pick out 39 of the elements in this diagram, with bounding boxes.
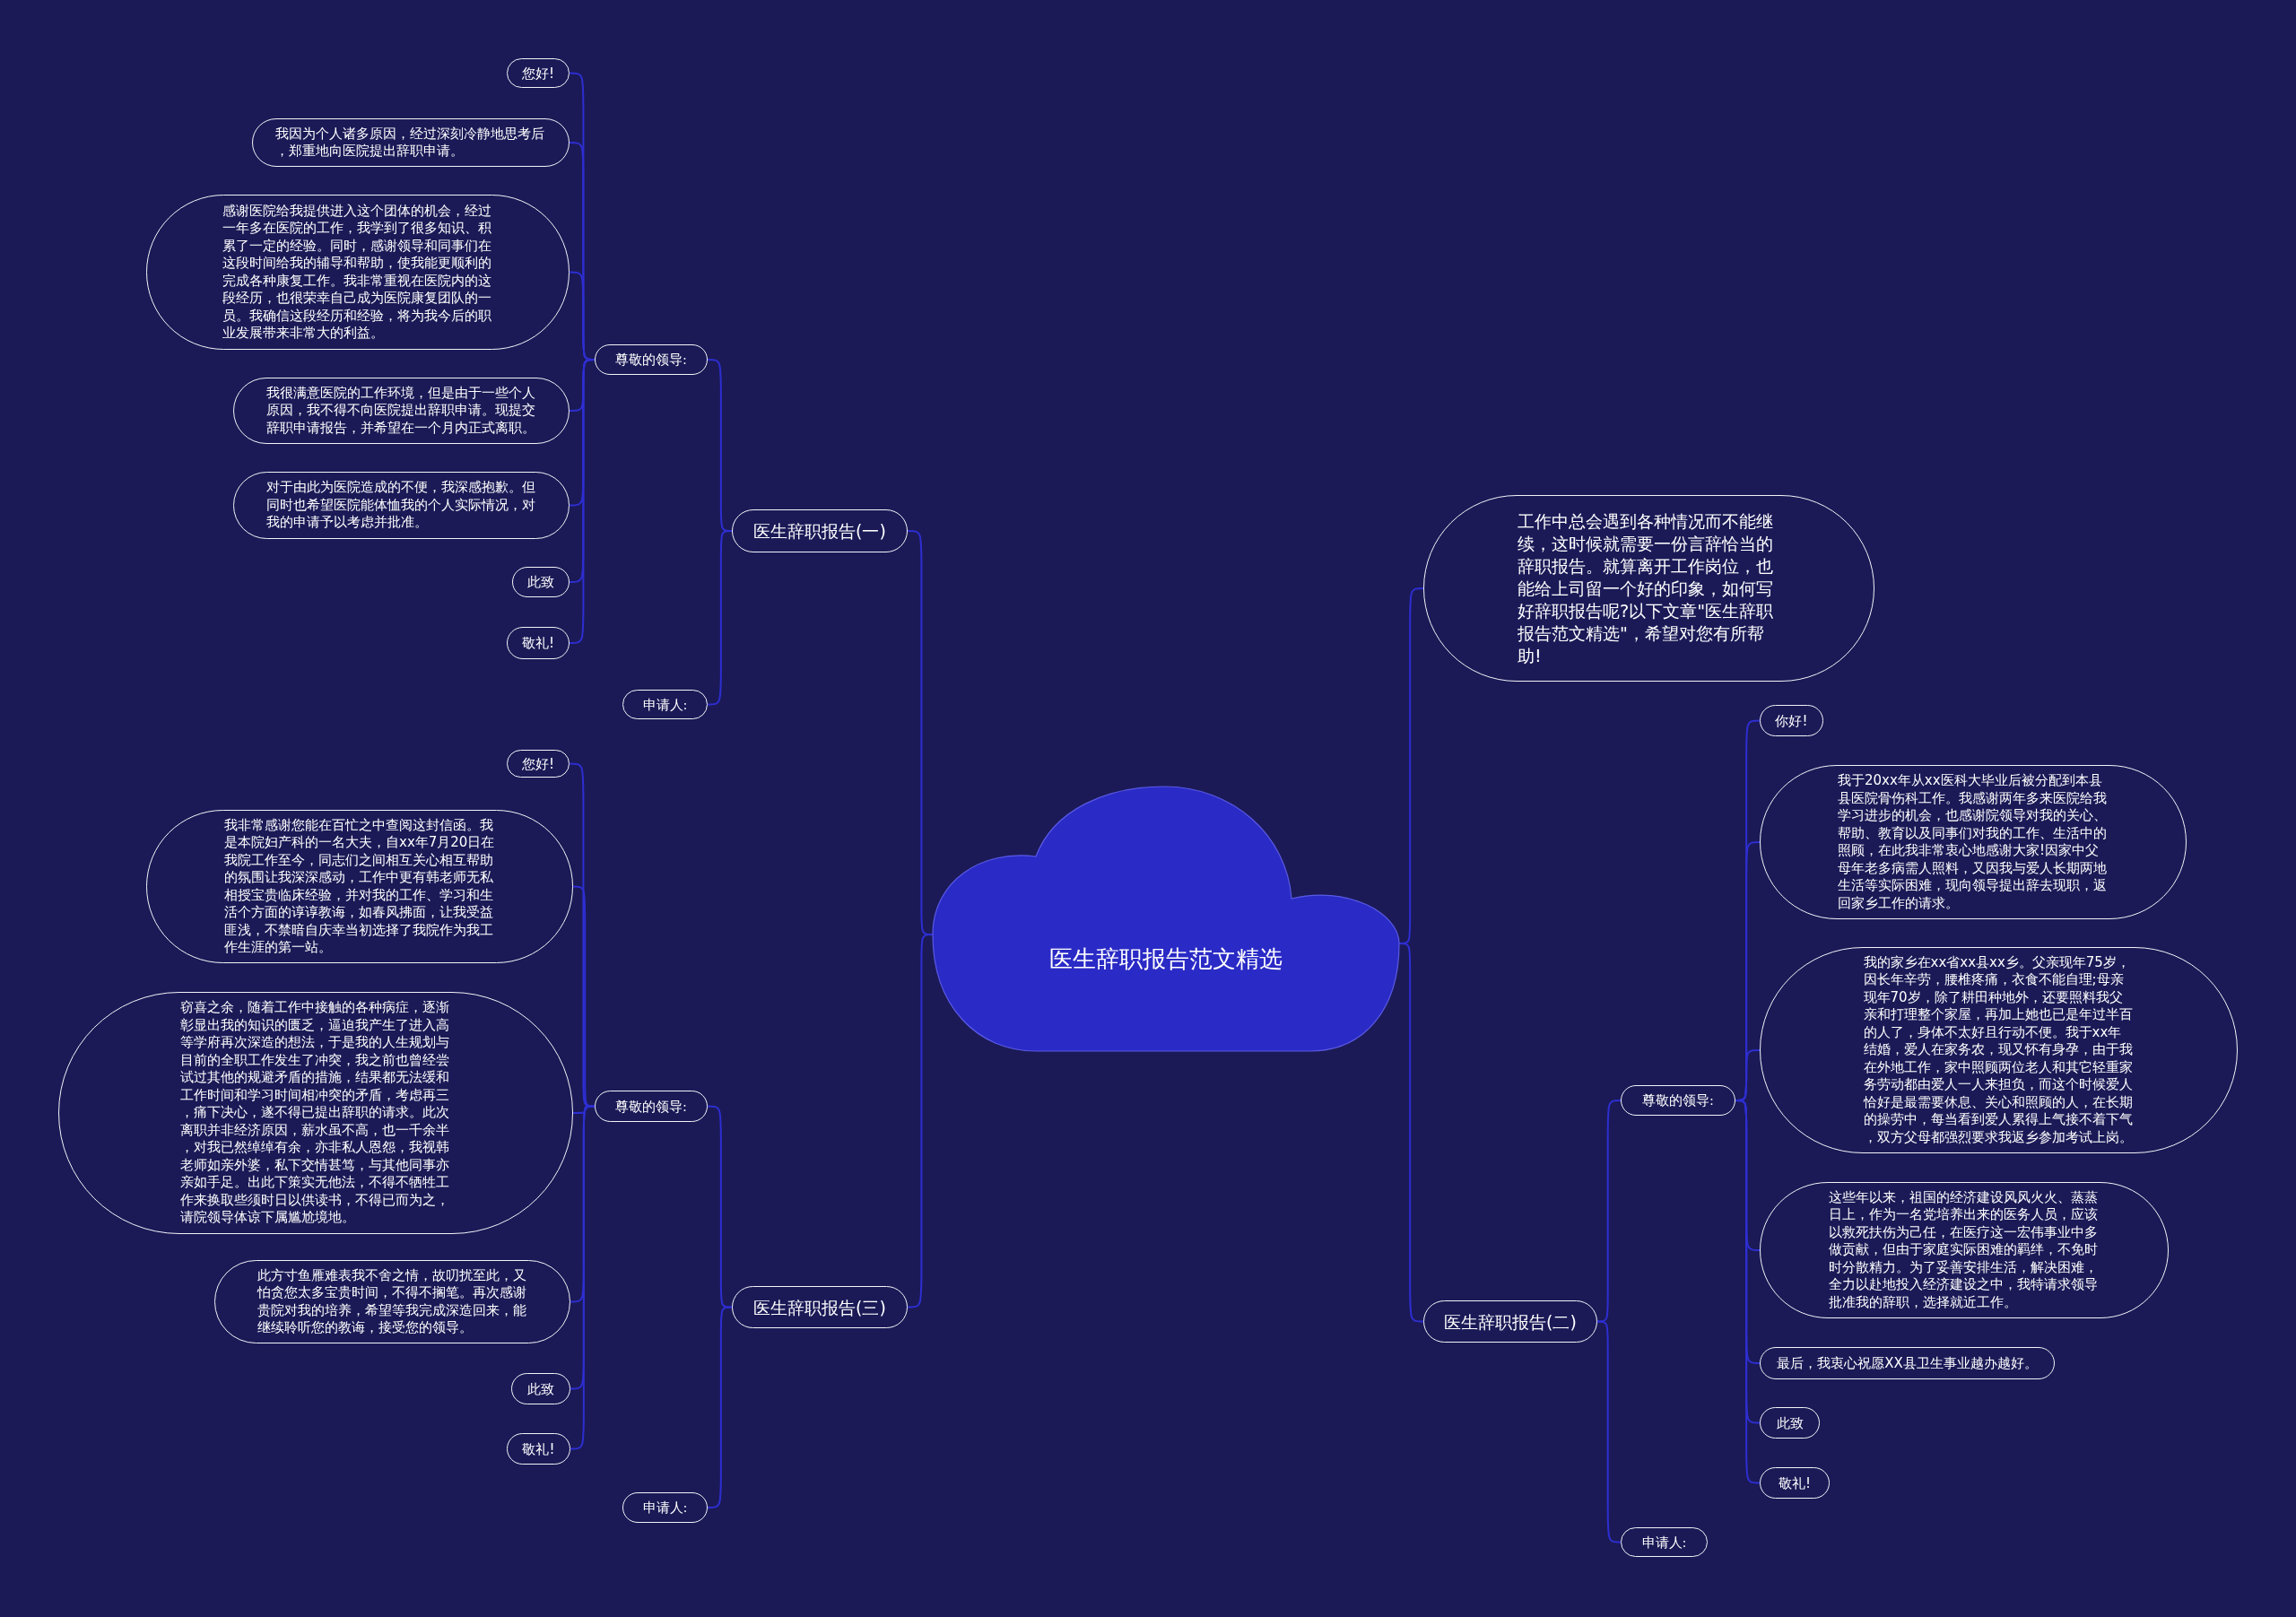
text-bubble: 此方寸鱼雁难表我不舍之情，故叨扰至此，又怕贪您太多宝贵时间，不得不搁笔。再次感谢贵院对我的培养，希望等我完成深造回来，能继续聆听您的教诲，接受您的领导。 (214, 1260, 570, 1343)
connector-line (907, 934, 934, 1308)
connector-line (1596, 1320, 1622, 1543)
text-bubble: 我非常感谢您能在百忙之中查阅这封信函。我是本院妇产科的一名大夫，自xx年7月20日在我院工作至今，同志们之间相互关心相互帮助的氛围让我深深感动，工作中更有韩老师无私相授宝贵临床经验，并对我的工作、学习和生活个方面的谆谆教诲，如春风拂面，让我受益匪浅，不禁暗自庆幸当初选择了我院作为我工作生涯的第一站。 (146, 810, 573, 963)
text-bubble: 此致 (1760, 1407, 1820, 1439)
text-bubble: 感谢医院给我提供进入这个团体的机会，经过一年多在医院的工作，我学到了很多知识、积累了一定的经验。同时，感谢领导和同事们在这段时间给我的辅导和帮助，使我能更顺利的完成各种康复工作。我非常重视在医院内的这段经历，也很荣幸自己成为医院康复团队的一员。我确信这段经历和经验，将为我今后的职业发展带来非常大的利益。 (146, 195, 570, 350)
text-bubble: 你好! (1760, 705, 1823, 736)
text-bubble: 敬礼! (507, 627, 570, 659)
text-bubble: 我的家乡在xx省xx县xx乡。父亲现年75岁，因长年辛劳，腰椎疼痛，衣食不能自理;母亲现年70岁，除了耕田种地外，还要照料我父亲和打理整个家屋，再加上她也已是年过半百的人了，身体不太好且行动不便。我于xx年结婚，爱人在家务农，现又怀有身孕，由于我在外地工作，家中照顾两位老人和其它轻重家务劳动都由爱人一人来担负，而这个时候爱人恰好是最需要休息、关心和照顾的人，在长期的操劳中，每当看到爱人累得上气接不着下气，双方父母都强烈要求我返乡参加考试上岗。 (1760, 947, 2238, 1153)
connector-line (707, 1105, 733, 1308)
subtopic-bubble: 尊敬的领导: (595, 1091, 708, 1122)
topic-bubble: 医生辞职报告(三) (732, 1286, 908, 1328)
connector-line (707, 1306, 733, 1508)
text-bubble: 敬礼! (507, 1433, 570, 1465)
subtopic-bubble: 尊敬的领导: (1621, 1085, 1735, 1116)
text-bubble: 最后，我衷心祝愿XX县卫生事业越办越好。 (1760, 1347, 2055, 1379)
subtopic-bubble: 申请人: (622, 690, 708, 719)
text-bubble: 敬礼! (1760, 1467, 1830, 1499)
connector-line (707, 530, 733, 706)
text-bubble: 我于20xx年从xx医科大毕业后被分配到本县县医院骨伤科工作。我感谢两年多来医院给我学习进步的机会，也感谢院领导对我的关心、帮助、教育以及同事们对我的工作、生活中的照顾，在此我非常衷心地感谢大家!因家中父母年老多病需人照料，又因我与爱人长期两地生活等实际困难，现向领导提出辞去现职，返回家乡工作的请求。 (1760, 765, 2187, 919)
text-bubble: 窃喜之余，随着工作中接触的各种病症，逐渐彰显出我的知识的匮乏，逼迫我产生了进入高等学府再次深造的想法，于是我的人生规划与目前的全职工作发生了冲突，我之前也曾经尝试过其他的规避矛盾的措施，结果都无法缓和工作时间和学习时间相冲突的矛盾，考虑再三，痛下决心，遂不得已提出辞职的请求。此次离职并非经济原因，薪水虽不高，也一千余半，对我已然绰绰有余，亦非私人恩怨，我视韩老师如亲外婆，私下交情甚笃，与其他同事亦亲如手足。出此下策实无他法，不得不牺牲工作来换取些须时日以供读书，不得已而为之，请院领导体谅下属尴尬境地。 (58, 992, 573, 1234)
central-topic-cloud: 医生辞职报告范文精选 (933, 787, 1399, 1051)
subtopic-bubble: 申请人: (622, 1492, 708, 1523)
text-bubble: 工作中总会遇到各种情况而不能继续，这时候就需要一份言辞恰当的辞职报告。就算离开工作岗位，也能给上司留一个好的印象，如何写好辞职报告呢?以下文章"医生辞职报告范文精选"，希望对您有所帮助! (1423, 495, 1874, 682)
connector-line (1398, 943, 1424, 1323)
text-bubble: 对于由此为医院造成的不便，我深感抱歉。但同时也希望医院能体恤我的个人实际情况，对我的申请予以考虑并批准。 (233, 472, 570, 539)
text-bubble: 这些年以来，祖国的经济建设风风火火、蒸蒸日上，作为一名党培养出来的医务人员，应该以救死扶伤为己任，在医疗这一宏伟事业中多做贡献，但由于家庭实际困难的羁绊，不免时时分散精力。为了妥善安排生活，解决困难，全力以赴地投入经济建设之中，我特请求领导批准我的辞职，选择就近工作。 (1760, 1182, 2169, 1318)
text-bubble: 此致 (512, 567, 570, 597)
text-bubble: 我因为个人诸多原因，经过深刻冷静地思考后，郑重地向医院提出辞职申请。 (252, 118, 570, 167)
text-bubble: 您好! (507, 58, 570, 88)
connector-line (572, 885, 596, 1108)
subtopic-bubble: 申请人: (1621, 1527, 1708, 1557)
text-bubble: 我很满意医院的工作环境，但是由于一些个人原因，我不得不向医院提出辞职申请。现提交辞职申请报告，并希望在一个月内正式离职。 (233, 378, 570, 444)
connector-line (1596, 1100, 1622, 1323)
text-bubble: 您好! (507, 750, 570, 778)
topic-bubble: 医生辞职报告(一) (732, 509, 908, 552)
subtopic-bubble: 尊敬的领导: (595, 344, 708, 375)
text-bubble: 此致 (511, 1373, 570, 1404)
topic-bubble: 医生辞职报告(二) (1423, 1300, 1597, 1343)
